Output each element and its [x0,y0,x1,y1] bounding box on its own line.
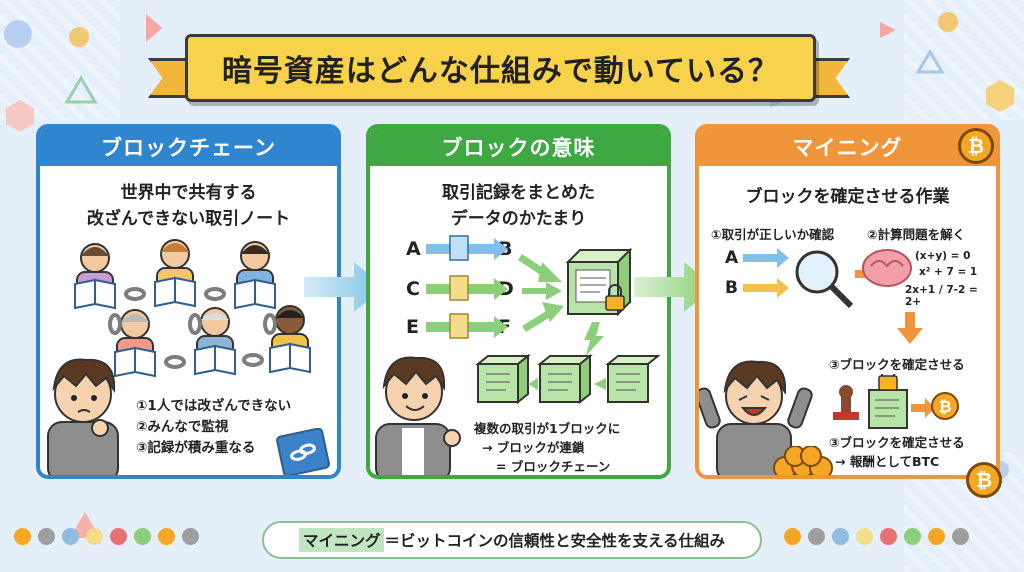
block-meaning-subtitle-line2: データのかたまり [450,209,587,229]
mining-step-1: ①取引が正しいか確認 [711,227,835,242]
blockchain-point-1: ①1人では改ざんできない [136,398,292,414]
block-note-line1: 複数の取引が1ブロックに [474,421,621,436]
math-line-2: x² + 7 = 1 [919,266,978,278]
summary-highlight: マイニング [298,528,385,552]
data-block-icon [565,247,633,317]
math-line-1: (x+y) = 0 [915,250,971,262]
flow-arrow-1 [304,262,384,312]
tx-letter-a: A [406,238,421,260]
blockchain-point-3: ③記録が積み重なる [136,440,256,456]
svg-text:₿: ₿ [938,397,951,416]
chain-link-icon [108,287,277,369]
block-note-line3: = ブロックチェーン [496,459,611,474]
page-title: 暗号資産はどんな仕組みで動いている？ [185,34,816,102]
bitcoin-icon: ₿ [931,392,959,420]
blockchain-point-2: ②みんなで監視 [136,419,229,435]
block-meaning-subtitle-line1: 取引記録をまとめた [442,183,595,203]
panel-mining: マイニング ブロックを確定させる作業 ①取引が正しいか確認 ②計算問題を解く A… [695,124,1000,479]
tx-letter-c: C [406,278,420,300]
stamp-icon [833,385,859,420]
magnifier-icon [795,250,854,309]
block-note-line2: → ブロックが連鎖 [482,440,585,455]
panel-blockchain-heading: ブロックチェーン [40,128,337,166]
panel-block-meaning-heading: ブロックの意味 [370,128,667,166]
tx-letter-e: E [406,316,419,338]
down-arrow-icon [897,312,923,344]
panel-mining-heading: マイニング [699,128,996,166]
thinking-boy-illustration [47,358,119,475]
bottom-icon-row-left [14,528,199,545]
cheering-boy-illustration [699,360,813,475]
blockchain-subtitle-line2: 改ざんできない取引ノート [86,209,291,229]
bottom-icon-row-right [784,528,969,545]
block-diagram [426,235,660,405]
summary-text: ＝ビットコインの信頼性と安全性を支える仕組み [384,532,726,550]
panel-block-meaning: ブロックの意味 取引記録をまとめた データのかたまり A B C D E F [366,124,671,479]
panel-blockchain: ブロックチェーン 世界中で共有する 改ざんできない取引ノート [36,124,341,479]
notebook-icon [276,428,330,475]
math-line-3: 2x+1 / 7-2 = 2+ [905,284,978,308]
mining-step-4-line1: ③ブロックを確定させる [829,435,965,450]
people-reading-ledgers-illustration [74,239,311,378]
mining-step-3: ③ブロックを確定させる [829,357,965,372]
bitcoin-icon: ₿ [958,128,994,164]
bitcoin-coin-pile [773,446,833,475]
flow-arrow-2 [634,262,714,312]
bitcoin-icon: ₿ [966,462,1002,498]
confirm-block-illustration: ₿ [833,374,959,429]
brain-icon [862,249,912,287]
transaction-arrow-icon [426,235,508,339]
padlock-icon [605,284,625,311]
blockchain-subtitle-line1: 世界中で共有する [120,183,257,203]
thumbs-up-boy-illustration [375,356,461,475]
padlock-icon [878,374,898,391]
mining-step-2: ②計算問題を解く [867,227,966,242]
mining-letter-b: B [725,278,738,298]
mining-subtitle: ブロックを確定させる作業 [745,187,950,207]
summary-bar: マイニング ＝ビットコインの信頼性と安全性を支える仕組み [262,521,762,559]
mining-step-4-line2: → 報酬としてBTC [835,454,940,469]
mining-letter-a: A [725,248,739,268]
